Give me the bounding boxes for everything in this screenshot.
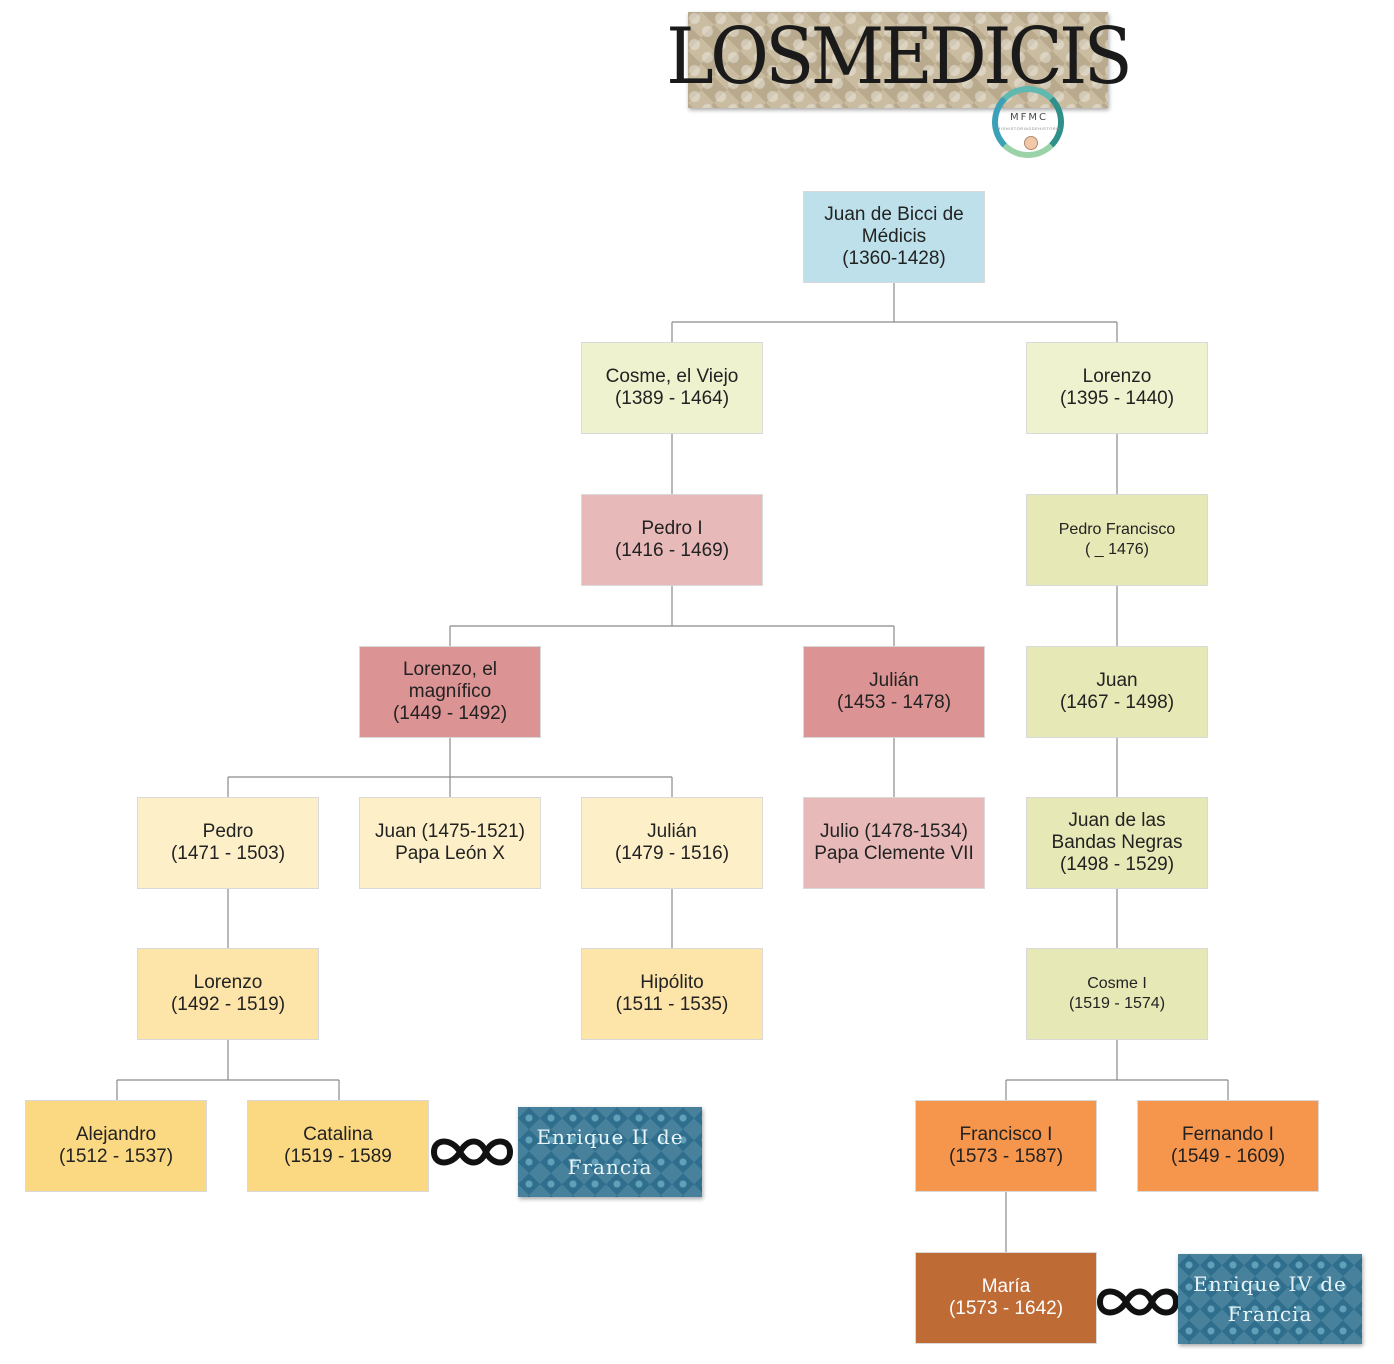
node-lorenzo-1492: Lorenzo (1492 - 1519) [137,948,319,1040]
node-pedro-i: Pedro I (1416 - 1469) [581,494,763,586]
node-francisco-i: Francisco I (1573 - 1587) [915,1100,1097,1192]
marriage-icon [1096,1288,1180,1316]
node-juan-de-las-bandas-negras: Juan de las Bandas Negras (1498 - 1529) [1026,797,1208,889]
page-title: LOSMEDICIS [666,12,1134,102]
node-cosme-i: Cosme I (1519 - 1574) [1026,948,1208,1040]
node-lorenzo-el-magnifico: Lorenzo, el magnífico (1449 - 1492) [359,646,541,738]
marriage-icon [430,1138,514,1166]
node-pedro-francisco: Pedro Francisco ( _ 1476) [1026,494,1208,586]
node-hipolito: Hipólito (1511 - 1535) [581,948,763,1040]
node-catalina: Catalina (1519 - 1589 [247,1100,429,1192]
node-cosme-el-viejo: Cosme, el Viejo (1389 - 1464) [581,342,763,434]
node-juan-papa-leon-x: Juan (1475-1521) Papa León X [359,797,541,889]
node-juan-de-bicci: Juan de Bicci de Médicis (1360-1428) [803,191,985,283]
node-julian-1479: Julián (1479 - 1516) [581,797,763,889]
avatar [1024,136,1038,150]
node-pedro-1471: Pedro (1471 - 1503) [137,797,319,889]
node-fernando-i: Fernando I (1549 - 1609) [1137,1100,1319,1192]
node-alejandro: Alejandro (1512 - 1537) [25,1100,207,1192]
node-julio-papa-clemente-vii: Julio (1478-1534) Papa Clemente VII [803,797,985,889]
logo-ring [992,86,1064,158]
spouse-enrique-iv: Enrique IV de Francia [1178,1254,1362,1344]
node-lorenzo-1395: Lorenzo (1395 - 1440) [1026,342,1208,434]
node-juan-1467: Juan (1467 - 1498) [1026,646,1208,738]
spouse-enrique-ii: Enrique II de Francia [518,1107,702,1197]
mfmc-logo: MFMC MISHISTORIASDEHISTORIA [990,84,1072,164]
node-julian-1453: Julián (1453 - 1478) [803,646,985,738]
logo-subtext: MISHISTORIASDEHISTORIA [997,126,1061,131]
node-maria: María (1573 - 1642) [915,1252,1097,1344]
logo-text: MFMC [1010,112,1048,123]
